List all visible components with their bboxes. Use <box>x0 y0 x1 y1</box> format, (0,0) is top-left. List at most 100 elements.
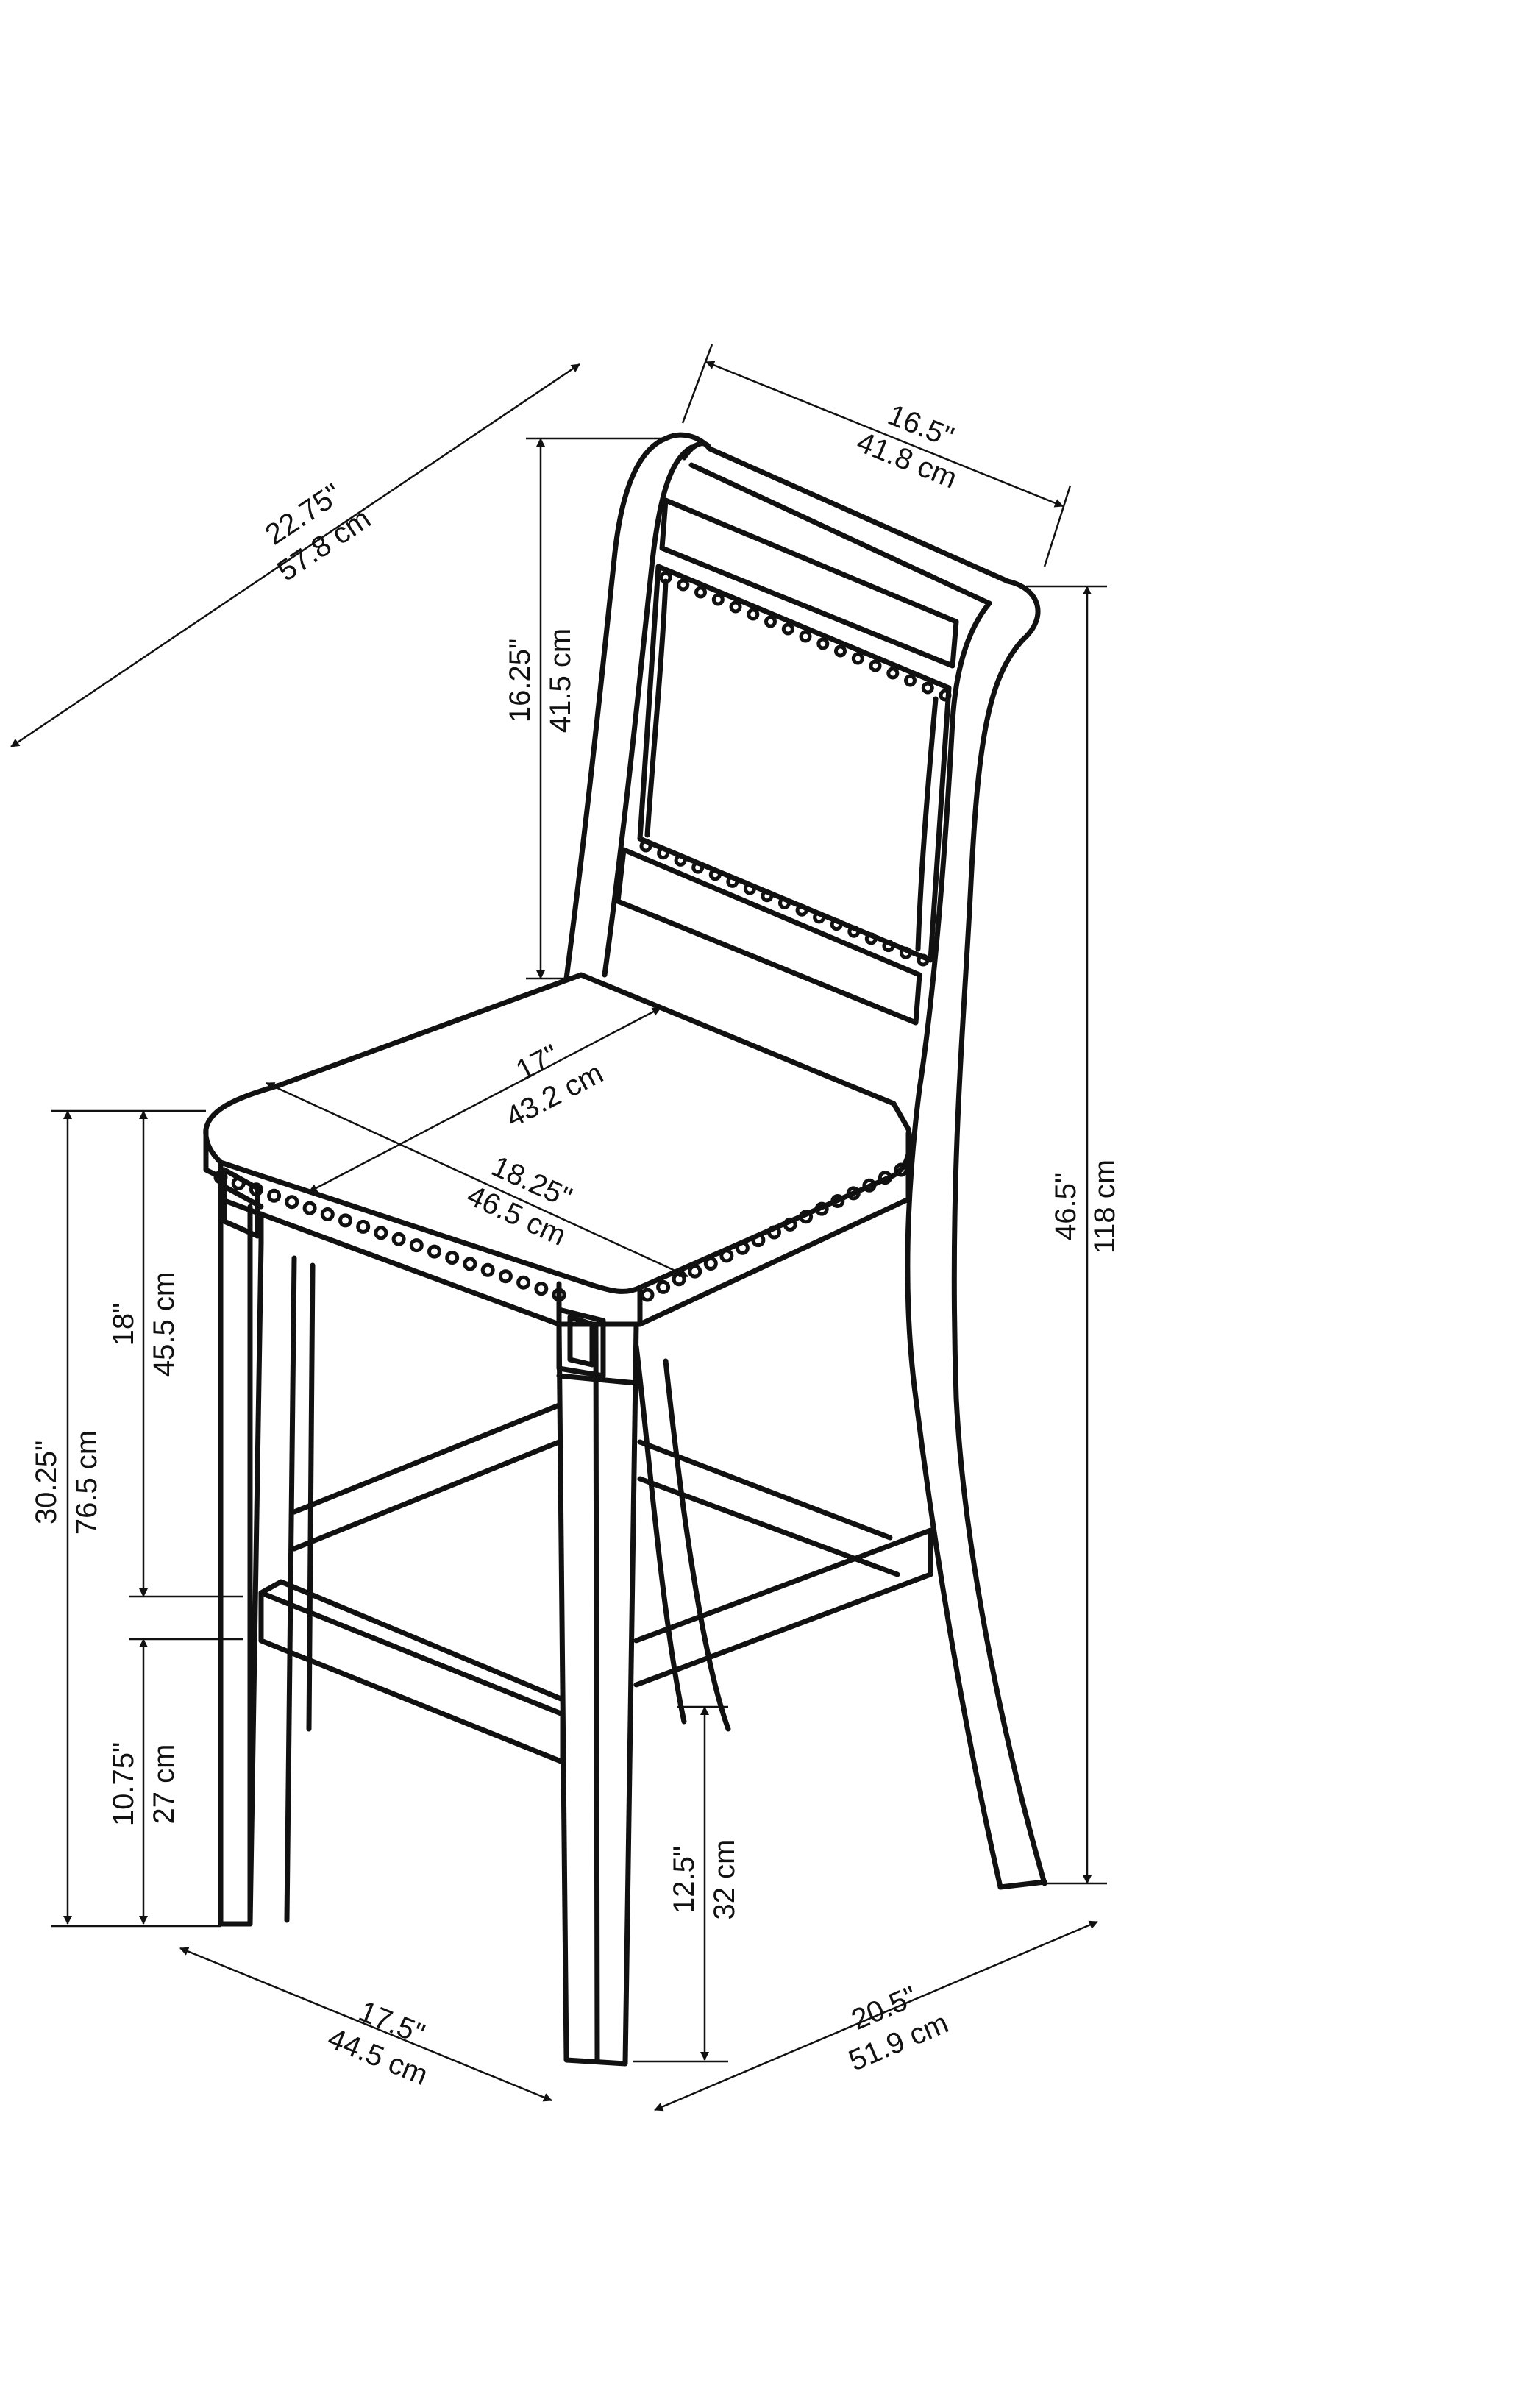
nailhead <box>917 953 930 967</box>
dimline-back-top-width <box>705 361 1064 508</box>
nailhead <box>799 1210 814 1224</box>
nailhead <box>480 1262 495 1277</box>
back-right-post <box>951 578 1047 1886</box>
overall-height-inches: 46.5" <box>1050 1173 1082 1240</box>
nailhead <box>781 622 794 636</box>
nailhead <box>320 1207 335 1221</box>
nailhead <box>719 1249 734 1263</box>
nailhead <box>864 932 878 945</box>
nailhead <box>726 875 739 888</box>
nailhead <box>391 1232 406 1246</box>
nailhead <box>847 925 861 938</box>
nailhead <box>878 1171 892 1185</box>
nailhead <box>747 608 760 621</box>
nailhead <box>846 1186 861 1201</box>
seat-to-footrest-cm: 45.5 cm <box>148 1272 180 1377</box>
nailhead <box>213 1170 228 1185</box>
dimline-base-depth <box>654 1920 1098 2112</box>
nailhead <box>267 1188 282 1203</box>
overall-height-cm: 118 cm <box>1089 1159 1121 1254</box>
nailhead <box>799 630 812 643</box>
nailhead <box>374 1226 388 1240</box>
nailhead <box>677 578 690 592</box>
nailhead <box>735 1240 750 1255</box>
dimension-lines <box>10 344 1107 2112</box>
nailhead <box>674 853 687 867</box>
nailhead <box>761 889 774 903</box>
nailhead <box>751 1233 766 1248</box>
nailhead <box>656 1279 671 1294</box>
nailhead <box>552 1288 566 1302</box>
nailhead <box>778 897 791 909</box>
nailhead <box>816 637 830 650</box>
nailhead <box>764 615 777 628</box>
nailhead <box>904 674 917 687</box>
right-stretcher <box>633 1527 933 1688</box>
nailhead <box>498 1269 513 1284</box>
nailhead <box>708 868 722 881</box>
back-top-rail <box>663 432 1011 584</box>
nailhead <box>285 1195 299 1210</box>
nailhead <box>783 1217 797 1232</box>
seat-height-inches: 30.25" <box>30 1441 63 1524</box>
nailhead <box>830 1194 845 1208</box>
nailhead <box>813 911 826 924</box>
dimension-labels: 22.75" 57.8 cm 16.5" 41.8 cm 16.25" 41.5… <box>30 399 1121 2092</box>
nailhead <box>445 1251 460 1265</box>
nailhead <box>694 586 707 599</box>
back-panel <box>637 564 952 963</box>
nailhead <box>814 1201 829 1216</box>
nailhead <box>338 1213 352 1228</box>
nailhead <box>691 861 705 874</box>
nailhead <box>356 1219 371 1234</box>
back-height-cm: 41.5 cm <box>544 628 577 733</box>
nailhead <box>639 839 652 853</box>
dimline-overall-depth <box>10 363 580 748</box>
nailhead <box>703 1257 718 1271</box>
nailhead <box>882 940 895 953</box>
seat-to-footrest-inches: 18" <box>107 1303 140 1346</box>
nailhead <box>711 593 725 606</box>
chair-outline <box>203 432 1047 2067</box>
back-height-inches: 16.25" <box>504 639 536 722</box>
nailhead <box>729 600 742 614</box>
back-left-post <box>563 436 669 981</box>
nailhead <box>899 946 912 959</box>
rear-stretcher-height-inches: 12.5" <box>668 1846 700 1914</box>
nailhead <box>409 1238 424 1253</box>
nailhead <box>427 1244 441 1259</box>
nailhead <box>640 1288 655 1302</box>
rear-stretcher-height-cm: 32 cm <box>708 1840 741 1920</box>
nailhead <box>830 918 843 931</box>
nailhead <box>688 1264 702 1279</box>
side-stretcher <box>291 1402 562 1515</box>
nailhead <box>886 667 900 680</box>
nailhead-trim <box>213 571 952 1302</box>
nailhead <box>869 659 882 672</box>
nailhead <box>851 652 864 665</box>
nailhead <box>834 644 847 658</box>
nailhead <box>534 1282 549 1296</box>
front-stretcher <box>258 1590 566 1765</box>
nailhead <box>921 681 934 695</box>
nailhead <box>657 847 670 860</box>
nailhead <box>302 1201 317 1215</box>
nailhead <box>463 1257 477 1271</box>
nailhead <box>672 1272 686 1287</box>
dimline-base-width <box>179 1947 552 2102</box>
nailhead <box>862 1178 877 1193</box>
rear-left-leg <box>284 1255 297 1923</box>
nailhead <box>231 1176 246 1190</box>
front-left-leg <box>218 1196 264 1927</box>
nailhead <box>743 882 756 895</box>
nailhead <box>795 903 808 917</box>
nailhead <box>249 1182 263 1197</box>
footrest-height-inches: 10.75" <box>107 1742 140 1826</box>
seat-height-cm: 76.5 cm <box>71 1430 103 1535</box>
nailhead <box>516 1275 531 1290</box>
nailhead <box>894 1162 908 1177</box>
nailhead <box>939 689 952 702</box>
nailhead <box>659 571 672 584</box>
